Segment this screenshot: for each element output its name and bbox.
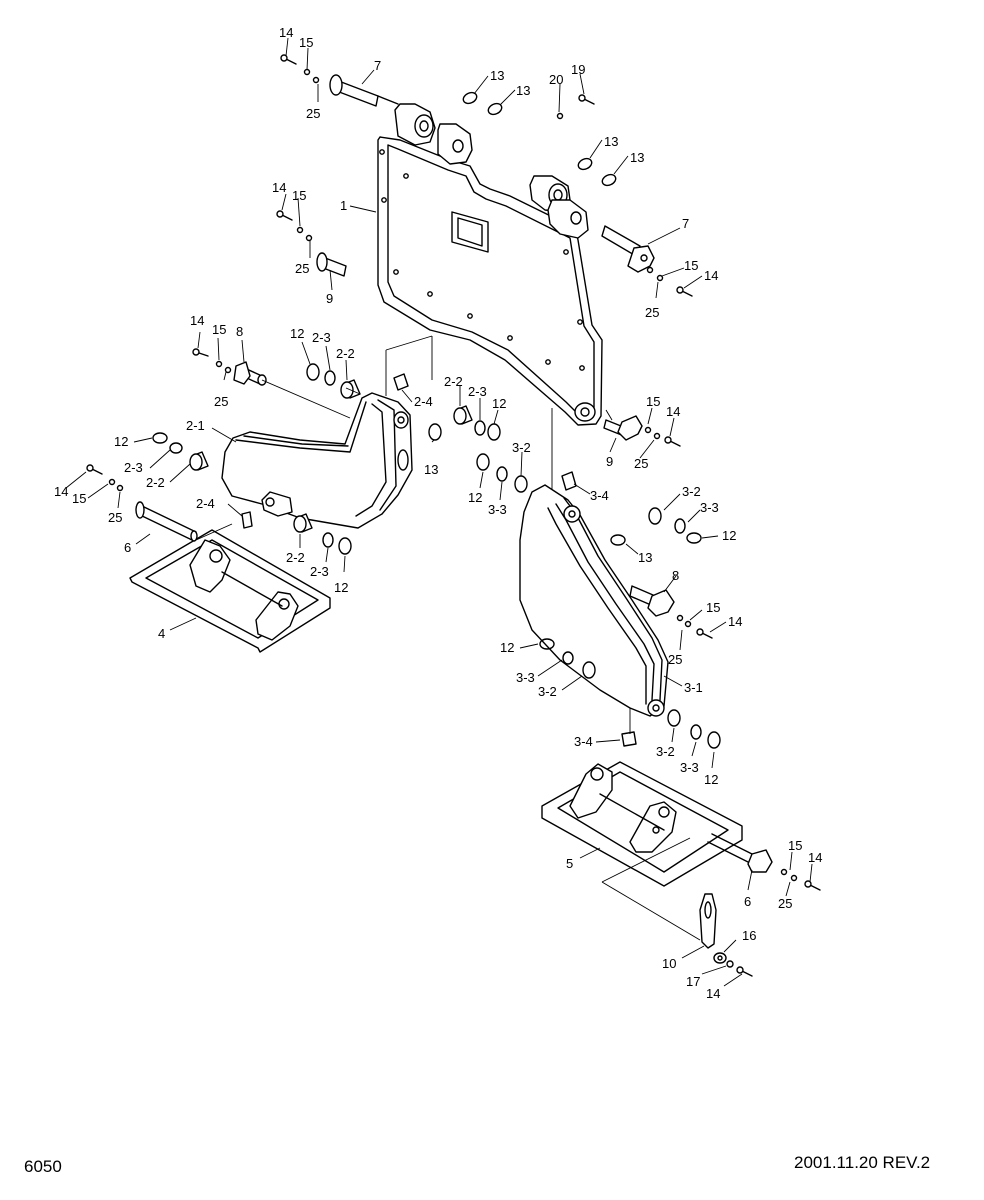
leader-lines [65,37,813,987]
label-2-4: 2-4 [196,496,215,511]
label-15: 15 [684,258,698,273]
label-2-3: 2-3 [468,384,487,399]
label-25: 25 [214,394,228,409]
label-25: 25 [306,106,320,121]
label-19: 19 [571,62,585,77]
label-3-4: 3-4 [590,488,609,503]
label-3-2: 3-2 [538,684,557,699]
label-14: 14 [666,404,680,419]
label-15: 15 [788,838,802,853]
label-14: 14 [272,180,286,195]
label-12: 12 [468,490,482,505]
label-13: 13 [424,462,438,477]
label-2-2: 2-2 [146,475,165,490]
label-2-2: 2-2 [336,346,355,361]
label-3-2: 3-2 [656,744,675,759]
label-12: 12 [722,528,736,543]
label-3-3: 3-3 [680,760,699,775]
label-14: 14 [54,484,68,499]
label-12: 12 [334,580,348,595]
left-boom-arm [221,392,413,529]
label-14: 14 [728,614,742,629]
right-foot-pad [541,761,743,887]
mounting-plate [377,103,603,426]
label-15: 15 [292,188,306,203]
label-13: 13 [630,150,644,165]
label-5: 5 [566,856,573,871]
label-3-3: 3-3 [516,670,535,685]
reference-lines [195,335,701,941]
label-12: 12 [704,772,718,787]
label-4: 4 [158,626,165,641]
page-number: 6050 [24,1157,62,1176]
pins [135,74,773,873]
label-8: 8 [672,568,679,583]
label-16: 16 [742,928,756,943]
label-12: 12 [114,434,128,449]
label-10: 10 [662,956,676,971]
label-1: 1 [340,198,347,213]
label-3-3: 3-3 [488,502,507,517]
label-7: 7 [374,58,381,73]
label-15: 15 [646,394,660,409]
label-3-3: 3-3 [700,500,719,515]
label-3-4: 3-4 [574,734,593,749]
revision-date: 2001.11.20 REV.2 [794,1153,931,1172]
label-15: 15 [299,35,313,50]
label-15: 15 [212,322,226,337]
label-2-2: 2-2 [286,550,305,565]
label-2-1: 2-1 [186,418,205,433]
label-12: 12 [492,396,506,411]
label-13: 13 [638,550,652,565]
label-17: 17 [686,974,700,989]
label-6: 6 [744,894,751,909]
label-25: 25 [668,652,682,667]
label-9: 9 [606,454,613,469]
label-2-3: 2-3 [310,564,329,579]
label-14: 14 [808,850,822,865]
label-25: 25 [645,305,659,320]
label-25: 25 [108,510,122,525]
label-20: 20 [549,72,563,87]
label-12: 12 [500,640,514,655]
label-12: 12 [290,326,304,341]
label-13: 13 [604,134,618,149]
label-3-2: 3-2 [512,440,531,455]
label-3-1: 3-1 [684,680,703,695]
label-13: 13 [490,68,504,83]
label-2-3: 2-3 [124,460,143,475]
label-14: 14 [190,313,204,328]
hardware [86,54,821,977]
part-labels: 14 15 7 25 13 13 20 19 13 13 1 14 15 25 … [54,25,822,1001]
left-foot-pad [129,529,331,653]
label-25: 25 [634,456,648,471]
label-9: 9 [326,291,333,306]
label-25: 25 [778,896,792,911]
label-3-2: 3-2 [682,484,701,499]
label-14: 14 [706,986,720,1001]
label-2-2: 2-2 [444,374,463,389]
label-2-4: 2-4 [414,394,433,409]
right-boom-arm [519,484,669,717]
label-15: 15 [72,491,86,506]
label-14: 14 [279,25,293,40]
label-6: 6 [124,540,131,555]
label-14: 14 [704,268,718,283]
label-25: 25 [295,261,309,276]
label-15: 15 [706,600,720,615]
label-13: 13 [516,83,530,98]
label-7: 7 [682,216,689,231]
label-8: 8 [236,324,243,339]
label-2-3: 2-3 [312,330,331,345]
